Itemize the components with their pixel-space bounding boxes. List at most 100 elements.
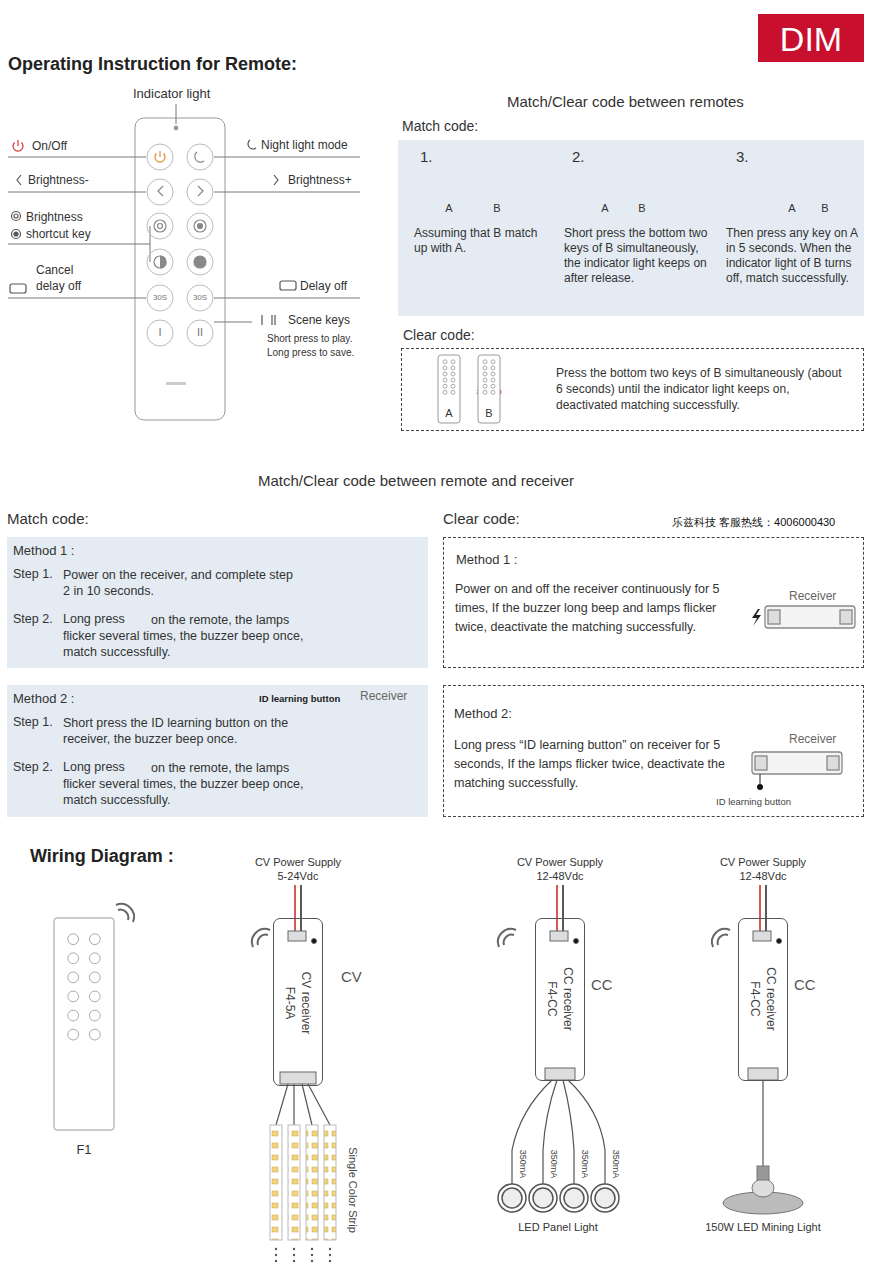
- label: Delay off: [300, 279, 347, 294]
- terminal-block: [777, 939, 782, 944]
- panel-light: [564, 1188, 584, 1208]
- terminal-block: [545, 1068, 575, 1080]
- method-panel: Method 1 :Step 1.Power on the receiver, …: [7, 537, 428, 668]
- badge: DIM: [758, 14, 864, 62]
- mini-remote: [451, 390, 455, 394]
- receiver-icons: [752, 752, 842, 774]
- panel-light: [502, 1188, 522, 1208]
- label: B: [817, 202, 833, 216]
- mini-remote: [483, 366, 487, 370]
- label-icon: [248, 140, 256, 149]
- node-text: 1.: [420, 148, 433, 167]
- mini-remote: [54, 918, 114, 1130]
- node-text: Then press any key on A in 5 seconds. Wh…: [726, 226, 860, 286]
- remote-button: [187, 144, 213, 170]
- output-wire: [512, 1080, 552, 1184]
- receiver-icons: [840, 610, 852, 624]
- node-text: Match code:: [402, 118, 478, 136]
- label: F1: [64, 1142, 104, 1158]
- node-text: Short press the bottom two keys of B sim…: [564, 226, 709, 286]
- label-icon: [14, 214, 18, 218]
- label: B: [481, 407, 497, 421]
- led-strip: [270, 1125, 336, 1240]
- node-text: Press the bottom two keys of B simultane…: [556, 365, 851, 413]
- continuation-dots: [329, 1248, 331, 1250]
- label: A: [441, 202, 457, 216]
- label: Brightness-: [28, 173, 89, 188]
- button-icon: [154, 220, 166, 232]
- label: Indicator light: [133, 86, 210, 102]
- label-icon: [12, 212, 21, 221]
- label: Clear code:: [443, 510, 520, 529]
- receiver-icons: [755, 756, 767, 770]
- label: 30S: [188, 293, 212, 303]
- node-text: Long press: [63, 760, 125, 776]
- node-text: Step 1.: [13, 715, 53, 731]
- continuation-dots: [329, 1254, 331, 1256]
- mini-remote: [478, 355, 500, 423]
- node-text: Long press “ID learning button” on recei…: [454, 736, 744, 793]
- match-panel: Match code:1.Assuming that B match up wi…: [398, 140, 864, 316]
- terminal-block: [288, 931, 306, 941]
- leader-line: [8, 244, 150, 245]
- label-icon: [274, 175, 278, 185]
- label: Brightness+: [288, 173, 352, 188]
- continuation-dots: [311, 1248, 313, 1250]
- mini-remote: [443, 384, 447, 388]
- mini-remote: [491, 372, 495, 376]
- mini-remote: [438, 355, 460, 423]
- remote-button: [147, 144, 213, 346]
- mini-remote: [483, 390, 487, 394]
- node-text: F4-CC: [544, 981, 559, 1016]
- clear-panel: Clear code:Press the bottom two keys of …: [401, 348, 864, 431]
- mini-remote: [483, 378, 487, 382]
- label: Single Color Strip: [345, 1147, 359, 1233]
- label: Long press to save.: [267, 347, 354, 360]
- power-wire: [759, 885, 761, 931]
- leader-line: [8, 192, 146, 193]
- node-text: Long press: [63, 612, 125, 628]
- label: Match/Clear code between remote and rece…: [258, 472, 574, 491]
- output-wire: [563, 1080, 574, 1184]
- button-icon: [158, 224, 163, 229]
- label: On/Off: [32, 139, 67, 154]
- mini-remote: [89, 934, 100, 945]
- output-wire: [293, 1084, 294, 1125]
- panel-light: [529, 1184, 557, 1212]
- panel-light: [498, 1184, 619, 1212]
- continuation-dots: [311, 1260, 313, 1262]
- label-icon: [13, 140, 23, 151]
- mini-remote: [443, 372, 447, 376]
- mini-remote: [89, 953, 100, 964]
- node-text: 2.: [572, 148, 585, 167]
- mini-remote: [89, 991, 100, 1002]
- leader-line: [150, 226, 151, 262]
- terminal-block: [280, 931, 782, 1084]
- label: 12-48Vdc: [495, 870, 625, 884]
- label: Scene keys: [288, 313, 350, 328]
- clear-method-panel: Method 1 :Power on and off the receiver …: [443, 537, 864, 668]
- continuation-dots: [275, 1248, 331, 1262]
- wireless-icon: [116, 904, 134, 922]
- mini-remote: [68, 1029, 79, 1040]
- mini-remote: [483, 372, 487, 376]
- node-text: ID learning button: [716, 796, 791, 808]
- mini-remote: [491, 366, 495, 370]
- remote-button: [147, 320, 173, 346]
- remote-button: [187, 320, 213, 346]
- label: CC: [794, 976, 816, 995]
- button-icon: [154, 151, 206, 268]
- node-text: F4-5A: [282, 987, 297, 1020]
- receiver-icons: [759, 774, 760, 784]
- mini-remote: [491, 360, 495, 364]
- label: Match code:: [7, 510, 89, 529]
- mini-remote: [68, 1010, 79, 1021]
- remote-button: [187, 285, 213, 311]
- receiver-icons: [757, 784, 763, 790]
- button-icon: [198, 224, 203, 229]
- receiver-icons: [752, 609, 761, 626]
- power-wire: [562, 885, 564, 931]
- label: B: [489, 202, 505, 216]
- button-icon: [159, 151, 160, 157]
